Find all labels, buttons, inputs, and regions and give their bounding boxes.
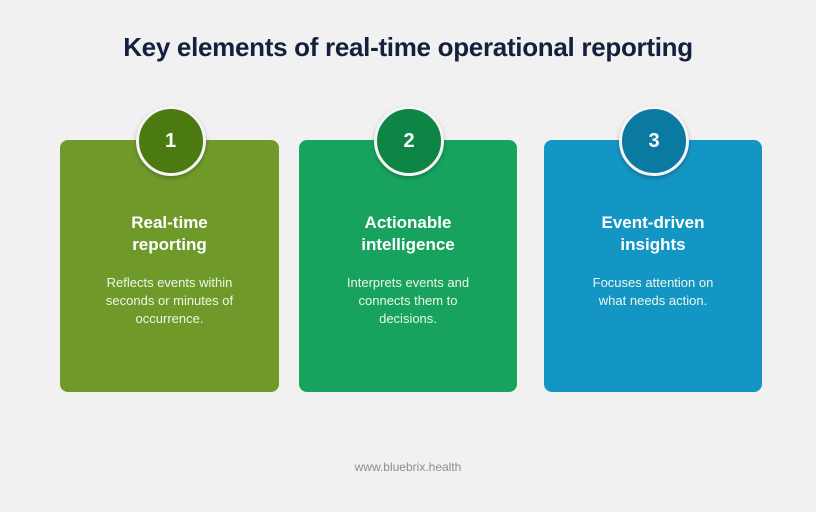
card-event-driven-insights: 3 Event-driven insights Focuses attentio… bbox=[544, 106, 762, 392]
card-title-line: Real-time bbox=[131, 213, 208, 232]
card-description: Reflects events within seconds or minute… bbox=[105, 275, 234, 326]
card-description: Focuses attention on what needs action. bbox=[592, 275, 714, 308]
card-real-time-reporting: 1 Real-time reporting Reflects events wi… bbox=[60, 106, 279, 392]
card-title-line: Actionable bbox=[364, 213, 452, 232]
card-title-line: Event-driven bbox=[601, 213, 705, 232]
number-badge: 1 bbox=[135, 106, 206, 176]
number-badge: 3 bbox=[619, 106, 689, 176]
card-title-line: reporting bbox=[132, 235, 207, 254]
card-title: Real-time reporting bbox=[70, 212, 269, 256]
card-title-line: insights bbox=[620, 235, 686, 254]
page-title: Key elements of real-time operational re… bbox=[123, 32, 693, 62]
number-badge: 2 bbox=[374, 106, 444, 176]
card-description: Interprets events and connects them to d… bbox=[346, 275, 470, 326]
card-title: Actionable intelligence bbox=[309, 212, 507, 256]
card-title: Event-driven insights bbox=[554, 212, 752, 256]
card-actionable-intelligence: 2 Actionable intelligence Interprets eve… bbox=[299, 106, 517, 392]
card-title-line: intelligence bbox=[361, 235, 455, 254]
footer-url: www.bluebrix.health bbox=[354, 460, 462, 474]
